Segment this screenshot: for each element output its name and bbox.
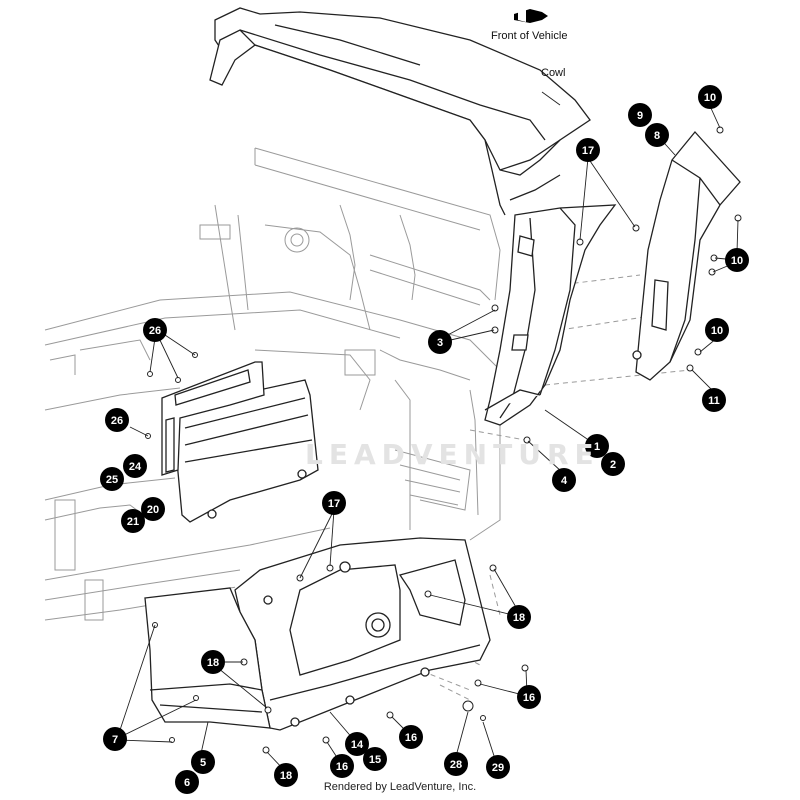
svg-text:7: 7: [112, 734, 118, 746]
callout-16-mid: 16: [399, 725, 423, 749]
callout-11: 11: [702, 388, 726, 412]
front-of-vehicle-arrow-icon: [514, 9, 548, 23]
svg-text:9: 9: [637, 110, 643, 122]
fasteners: [145, 126, 742, 754]
callout-7: 7: [103, 727, 127, 751]
svg-text:2: 2: [610, 459, 616, 471]
svg-text:6: 6: [184, 777, 190, 789]
callout-25: 25: [100, 467, 124, 491]
upper-small-panel: [161, 361, 265, 476]
watermark-text: LEADVENTURE: [305, 438, 600, 471]
front-of-vehicle-label: Front of Vehicle: [491, 30, 567, 42]
callout-15: 15: [363, 747, 387, 771]
callout-9: 9: [628, 103, 652, 127]
callout-21: 21: [121, 509, 145, 533]
callout-4: 4: [552, 468, 576, 492]
callout-16-bottom: 16: [330, 754, 354, 778]
svg-text:14: 14: [351, 739, 364, 751]
svg-text:20: 20: [147, 504, 159, 516]
leader-lines: [117, 91, 739, 772]
callout-16-right: 16: [517, 685, 541, 709]
svg-text:17: 17: [328, 498, 340, 510]
callout-18-left: 18: [201, 650, 225, 674]
svg-text:18: 18: [207, 657, 219, 669]
svg-text:16: 16: [523, 692, 535, 704]
svg-text:18: 18: [280, 770, 292, 782]
svg-text:10: 10: [731, 255, 743, 267]
callout-5: 5: [191, 750, 215, 774]
front-pillar-panel: [484, 204, 617, 426]
svg-text:8: 8: [654, 130, 660, 142]
callout-26-lower: 26: [105, 408, 129, 432]
callout-1: 1: [585, 434, 609, 458]
svg-text:26: 26: [111, 415, 123, 427]
callout-29: 29: [486, 755, 510, 779]
callout-6: 6: [175, 770, 199, 794]
callout-3: 3: [428, 330, 452, 354]
svg-text:5: 5: [200, 757, 206, 769]
svg-text:29: 29: [492, 762, 504, 774]
callout-17-top: 17: [576, 138, 600, 162]
callout-10-top: 10: [698, 85, 722, 109]
callout-26-upper: 26: [143, 318, 167, 342]
svg-text:18: 18: [513, 612, 525, 624]
callout-18-bottom: 18: [274, 763, 298, 787]
callout-10-low: 10: [705, 318, 729, 342]
side-panel-right: [632, 131, 741, 381]
svg-text:4: 4: [561, 475, 568, 487]
cowl-label: Cowl: [541, 67, 565, 79]
svg-text:24: 24: [129, 461, 142, 473]
callout-2: 2: [601, 452, 625, 476]
background-frame: [44, 147, 501, 621]
callout-18-right: 18: [507, 605, 531, 629]
svg-text:15: 15: [369, 754, 381, 766]
svg-text:16: 16: [336, 761, 348, 773]
svg-text:28: 28: [450, 759, 462, 771]
callout-14: 14: [345, 732, 369, 756]
callout-10-mid: 10: [725, 248, 749, 272]
svg-text:11: 11: [708, 395, 720, 407]
svg-text:21: 21: [127, 516, 139, 528]
callout-17-lower: 17: [322, 491, 346, 515]
callout-20: 20: [141, 497, 165, 521]
svg-text:16: 16: [405, 732, 417, 744]
lower-center-panel: [174, 379, 319, 523]
svg-text:26: 26: [149, 325, 161, 337]
svg-text:10: 10: [704, 92, 716, 104]
callout-8: 8: [645, 123, 669, 147]
cowl-panel: [209, 7, 591, 216]
svg-text:10: 10: [711, 325, 723, 337]
footer-credit: Rendered by LeadVenture, Inc.: [323, 781, 477, 793]
callout-24: 24: [123, 454, 147, 478]
svg-text:25: 25: [106, 474, 118, 486]
svg-text:17: 17: [582, 145, 594, 157]
lower-door-panel: [234, 537, 491, 731]
callout-28: 28: [444, 752, 468, 776]
svg-text:3: 3: [437, 337, 443, 349]
svg-text:1: 1: [594, 441, 600, 453]
